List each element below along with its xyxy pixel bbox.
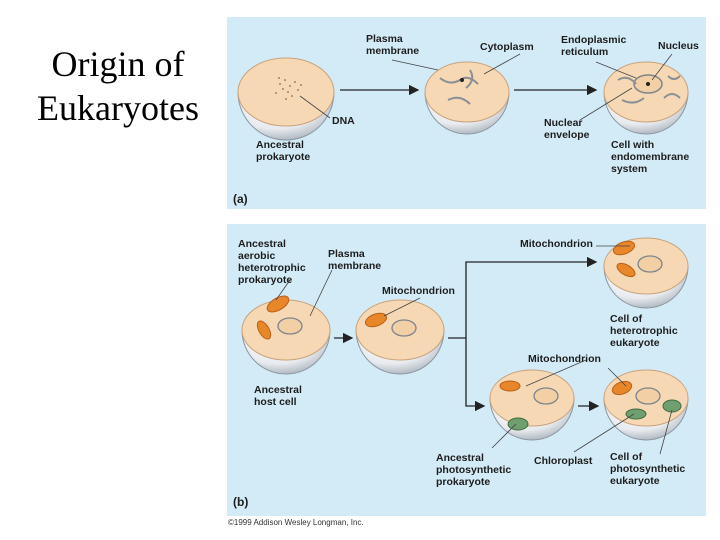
copyright-credit: ©1999 Addison Wesley Longman, Inc. <box>228 518 364 527</box>
arrow-b2-up <box>465 256 598 338</box>
label-endomembrane-cell: Cell with endomembrane system <box>611 139 690 175</box>
endomembrane-cell <box>603 61 689 135</box>
label-mitochondrion-3: Mitochondrion <box>528 353 601 365</box>
intermediate-photo-cell <box>489 369 575 441</box>
label-nuclear-envelope: Nuclear envelope <box>544 117 590 141</box>
label-host-cell: Ancestral host cell <box>254 384 302 408</box>
label-mitochondrion-1: Mitochondrion <box>382 285 455 297</box>
panel-b-tag: (b) <box>233 495 249 509</box>
label-plasma-membrane-a: Plasma membrane <box>366 33 420 57</box>
label-plasma-membrane-b: Plasma membrane <box>328 248 382 272</box>
photosynthetic-eukaryote-cell <box>603 369 689 441</box>
label-nucleus: Nucleus <box>658 40 699 52</box>
engulfing-cell <box>355 299 445 375</box>
label-ancestral-prokaryote: Ancestral prokaryote <box>256 139 311 163</box>
label-dna: DNA <box>332 115 355 127</box>
label-heterotrophic-eukaryote: Cell of heterotrophic eukaryote <box>610 313 678 349</box>
label-er: Endoplasmic reticulum <box>561 34 627 58</box>
host-cell <box>241 295 331 375</box>
label-aerobic-prokaryote: Ancestral aerobic heterotrophic prokaryo… <box>238 238 306 286</box>
infolding-cell <box>424 61 510 135</box>
leader-lines <box>275 53 673 455</box>
ancestral-prokaryote-cell <box>237 57 335 141</box>
label-chloroplast: Chloroplast <box>534 455 593 467</box>
arrow-b2-down <box>465 338 486 412</box>
label-photosynthetic-prokaryote: Ancestral photosynthetic prokaryote <box>436 452 512 488</box>
label-mitochondrion-2: Mitochondrion <box>520 238 593 250</box>
heterotrophic-eukaryote-cell <box>603 237 689 309</box>
dna-dots <box>275 77 302 100</box>
label-cytoplasm-a: Cytoplasm <box>480 41 534 53</box>
slide-title: Origin of Eukaryotes <box>37 44 199 128</box>
panel-a-tag: (a) <box>233 192 248 206</box>
label-photosynthetic-eukaryote: Cell of photosynthetic eukaryote <box>610 451 686 487</box>
